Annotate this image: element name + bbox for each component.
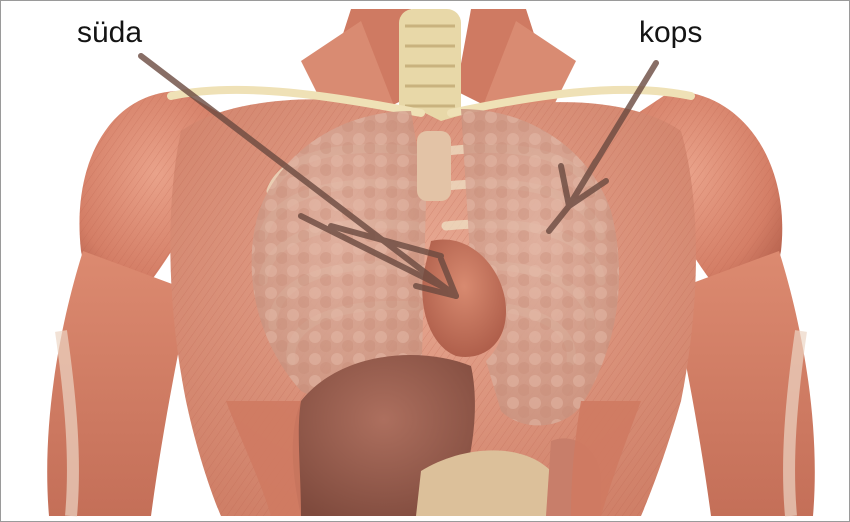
- trachea: [417, 131, 451, 201]
- heart-label: süda: [77, 18, 142, 48]
- lung-label: kops: [639, 18, 702, 48]
